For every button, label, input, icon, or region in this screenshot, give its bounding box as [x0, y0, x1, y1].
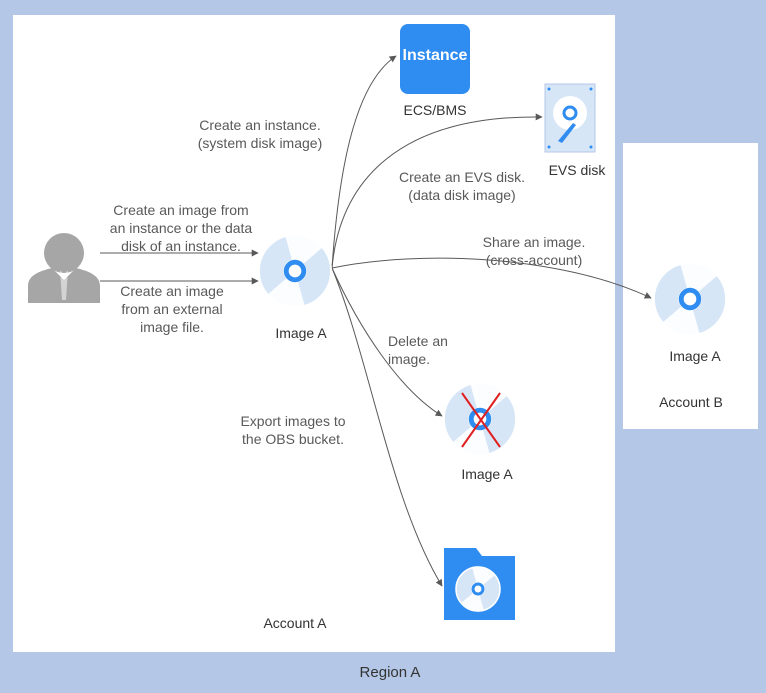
- instance-icon-text: Instance: [403, 47, 468, 64]
- account-a-panel: [13, 15, 615, 652]
- edge-label-delete-image: Delete an image.: [388, 333, 448, 367]
- ecs-label: ECS/BMS: [403, 102, 467, 118]
- edge-label-export-images: Export images to the OBS bucket.: [240, 413, 346, 447]
- evs-label: EVS disk: [548, 162, 606, 178]
- image-disc-icon: [259, 235, 331, 308]
- edge-create-instance: [331, 55, 397, 269]
- edge-label-share-image: Share an image. (cross-account): [482, 234, 586, 268]
- edge-label-create-from-external: Create an image from an external image f…: [120, 283, 224, 335]
- edge-label-create-evs: Create an EVS disk. (data disk image): [398, 169, 526, 203]
- obs-bucket-icon: [444, 548, 515, 620]
- instance-icon: Instance: [400, 24, 470, 94]
- edge-label-create-instance: Create an instance. (system disk image): [197, 117, 323, 151]
- edge-share-image: [331, 257, 652, 299]
- account-a-label: Account A: [263, 615, 327, 631]
- edge-export-images: [331, 267, 443, 587]
- deleted-image-icon: [444, 383, 516, 456]
- region-label: Region A: [359, 664, 421, 681]
- user-icon: [28, 233, 100, 303]
- image-a-label-account-b: Image A: [669, 348, 721, 364]
- image-a-label: Image A: [275, 325, 327, 341]
- image-a-label-deleted: Image A: [461, 466, 513, 482]
- edge-label-create-from-instance: Create an image from an instance or the …: [109, 202, 253, 254]
- edge-create-evs: [331, 113, 543, 269]
- edge-delete-image: [331, 267, 443, 417]
- evs-disk-icon: [544, 83, 596, 153]
- image-disc-icon-account-b: [654, 263, 726, 336]
- account-b-label: Account B: [659, 394, 723, 410]
